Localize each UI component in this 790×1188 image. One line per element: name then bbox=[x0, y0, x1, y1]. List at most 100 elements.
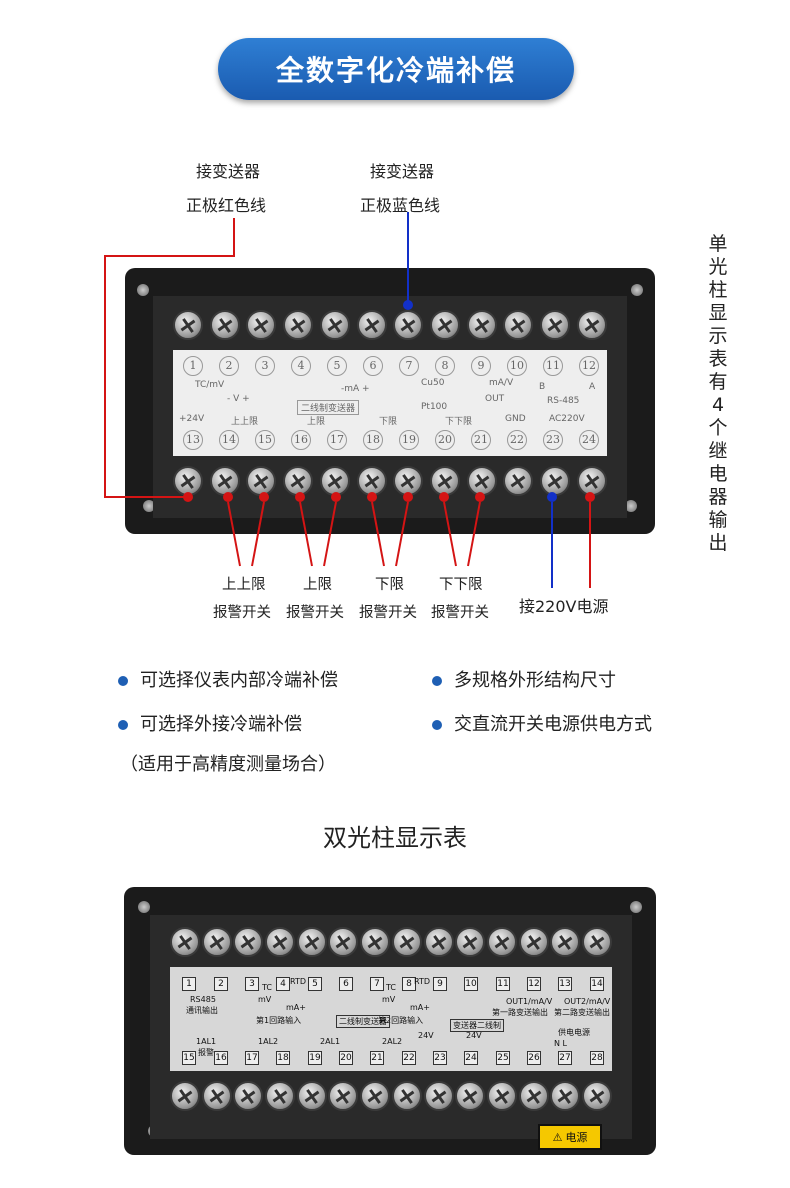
wire-dot bbox=[403, 300, 413, 310]
terminal-screw bbox=[328, 1081, 359, 1111]
relay-label-down: 下限 bbox=[375, 577, 404, 593]
terminal-screw bbox=[173, 310, 203, 340]
wire-dot bbox=[367, 492, 377, 502]
terminal-number: 9 bbox=[433, 977, 447, 991]
terminal-number: 9 bbox=[471, 356, 491, 376]
terminal-number: 1 bbox=[182, 977, 196, 991]
terminal-screw bbox=[391, 927, 422, 957]
banner-title: 全数字化冷端补偿 bbox=[275, 54, 516, 87]
terminal-number: 5 bbox=[327, 356, 347, 376]
panel-text: 报警 bbox=[198, 1048, 214, 1057]
red-wire-label-line2: 正极红色线 bbox=[186, 196, 267, 215]
terminal-screw bbox=[201, 1081, 232, 1111]
panel-text: 供电电源 bbox=[558, 1028, 590, 1037]
terminal-screw bbox=[233, 1081, 264, 1111]
terminal-screw bbox=[550, 1081, 581, 1111]
wire-dot bbox=[331, 492, 341, 502]
wire-dot bbox=[183, 492, 193, 502]
panel-text: Cu50 bbox=[421, 378, 445, 388]
terminal-screw bbox=[356, 310, 387, 340]
terminal-screw bbox=[393, 466, 424, 496]
terminal-number: 3 bbox=[255, 356, 275, 376]
panel-text: 第二路变送输出 bbox=[554, 1008, 610, 1017]
terminal-number: 22 bbox=[402, 1051, 416, 1065]
terminal-screw bbox=[503, 466, 534, 496]
panel-text: -mA + bbox=[341, 384, 370, 394]
terminal-number: 24 bbox=[579, 430, 599, 450]
terminal-screw bbox=[360, 1081, 391, 1111]
terminal-number: 28 bbox=[590, 1051, 604, 1065]
terminal-screw bbox=[328, 927, 359, 957]
mount-screw bbox=[143, 500, 155, 512]
relay-label-upup: 上上限 bbox=[222, 577, 266, 593]
terminal-screw bbox=[581, 927, 612, 957]
relay-wires bbox=[227, 501, 591, 588]
panel-text: 变送器二线制 bbox=[450, 1019, 504, 1032]
wire-dot bbox=[547, 492, 557, 502]
terminal-screw bbox=[283, 310, 314, 340]
panel-text: +24V bbox=[179, 414, 205, 424]
panel-text: RTD bbox=[414, 977, 431, 986]
panel-text: 二线制变送器 bbox=[297, 400, 360, 415]
blue-wire-label-line1: 接变送器 bbox=[370, 162, 435, 181]
double-bar-title: 双光柱显示表 bbox=[323, 824, 467, 852]
panel-text: 24V bbox=[418, 1031, 434, 1040]
terminal-number: 12 bbox=[579, 356, 599, 376]
terminal-row-bottom bbox=[170, 1081, 612, 1111]
blue-wire bbox=[407, 212, 409, 304]
panel-text: mA/V bbox=[489, 378, 514, 388]
panel-text: 上限 bbox=[307, 417, 326, 427]
warning-icon: ⚠ bbox=[552, 1130, 563, 1144]
terminal-screw bbox=[423, 927, 454, 957]
mount-screw bbox=[137, 284, 149, 296]
terminal-screw bbox=[576, 310, 607, 340]
relay-label-down-desc: 报警开关 bbox=[359, 605, 417, 621]
terminal-number: 20 bbox=[339, 1051, 353, 1065]
terminal-number: 17 bbox=[245, 1051, 259, 1065]
mount-screw bbox=[138, 901, 150, 913]
panel-text: mV bbox=[382, 995, 396, 1004]
terminal-number: 8 bbox=[402, 977, 416, 991]
terminal-number: 8 bbox=[435, 356, 455, 376]
relay-label-up-desc: 报警开关 bbox=[286, 605, 344, 621]
terminal-screw bbox=[209, 310, 240, 340]
terminal-screw bbox=[466, 310, 497, 340]
terminal-screw bbox=[486, 927, 517, 957]
terminal-number: 14 bbox=[219, 430, 239, 450]
terminal-number: 16 bbox=[291, 430, 311, 450]
terminal-screw bbox=[265, 1081, 296, 1111]
terminal-number: 23 bbox=[433, 1051, 447, 1065]
feature-item: 可选择外接冷端补偿 bbox=[118, 710, 302, 736]
terminal-number: 21 bbox=[370, 1051, 384, 1065]
red-wire-label-line1: 接变送器 bbox=[196, 162, 261, 181]
panel-text: RTD bbox=[290, 977, 307, 986]
terminal-number: 11 bbox=[543, 356, 563, 376]
wire-dot bbox=[475, 492, 485, 502]
terminal-screw bbox=[503, 310, 534, 340]
terminal-number: 4 bbox=[291, 356, 311, 376]
wire-dot bbox=[585, 492, 595, 502]
terminal-screw bbox=[576, 466, 607, 496]
warning-text: 电源 bbox=[565, 1131, 588, 1144]
terminal-screw bbox=[455, 927, 486, 957]
terminal-number: 3 bbox=[245, 977, 259, 991]
red-wire bbox=[104, 496, 188, 498]
power-label: 接220V电源 bbox=[519, 597, 609, 616]
terminal-screw bbox=[201, 927, 232, 957]
terminal-number: 15 bbox=[255, 430, 275, 450]
terminal-number: 16 bbox=[214, 1051, 228, 1065]
terminal-screw bbox=[360, 927, 391, 957]
terminal-number: 24 bbox=[464, 1051, 478, 1065]
terminal-screw bbox=[296, 927, 327, 957]
terminal-screw bbox=[246, 310, 277, 340]
panel-text: TC/mV bbox=[195, 380, 225, 390]
panel-text: - V + bbox=[227, 394, 250, 404]
terminal-number: 12 bbox=[527, 977, 541, 991]
terminal-screw bbox=[423, 1081, 454, 1111]
blue-wire-label-line2: 正极蓝色线 bbox=[360, 196, 441, 215]
feature-note: （适用于高精度测量场合） bbox=[120, 754, 336, 775]
relay-label-upup-desc: 报警开关 bbox=[213, 605, 271, 621]
wire-dot bbox=[223, 492, 233, 502]
terminal-number: 22 bbox=[507, 430, 527, 450]
terminal-number: 14 bbox=[590, 977, 604, 991]
